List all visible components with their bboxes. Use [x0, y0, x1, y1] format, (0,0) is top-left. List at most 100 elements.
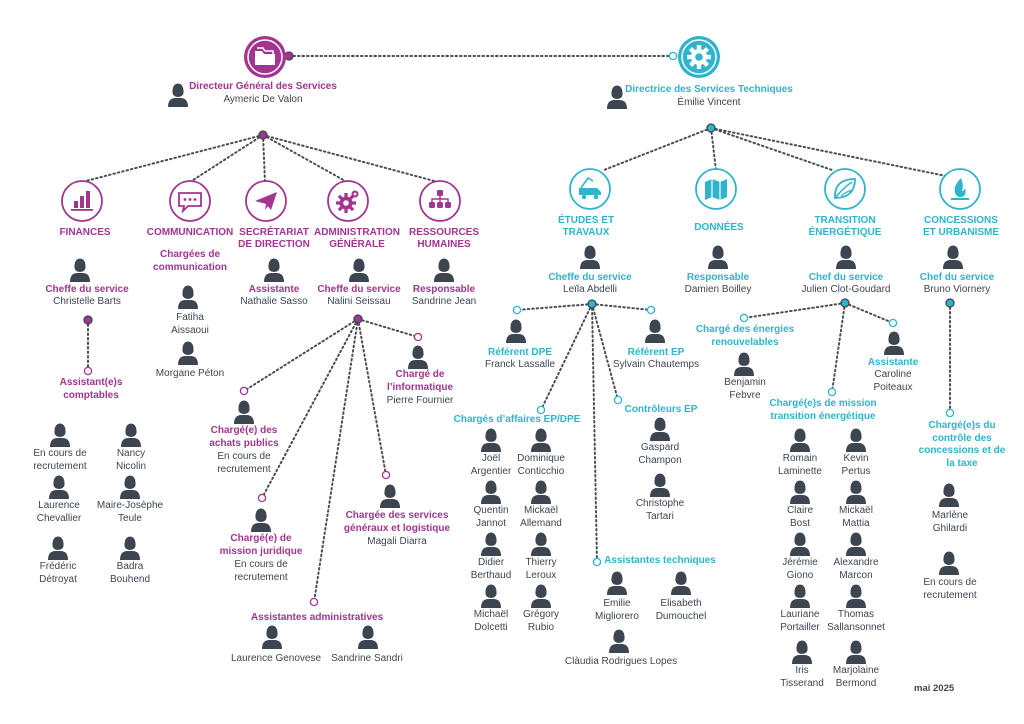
person-icon [481, 428, 501, 452]
person-icon [671, 571, 691, 595]
person-icon [168, 83, 188, 107]
connector-line [710, 127, 833, 171]
date-label: mai 2025 [914, 683, 955, 694]
person-icon [939, 483, 959, 507]
dpe-name: Franck Lassalle [484, 359, 556, 370]
person-icon [506, 319, 526, 343]
junction-dot [840, 298, 850, 308]
dst-name: Émilie Vincent [677, 97, 741, 108]
rh-icon [419, 180, 461, 222]
dpe-role: Référent DPE [488, 347, 552, 358]
person-icon [531, 428, 551, 452]
dst-gear-icon [678, 36, 720, 78]
donnees-name: Damien Boilley [684, 284, 752, 295]
person-icon [251, 508, 271, 532]
connector-line [262, 134, 348, 183]
services-generaux-name: Magali Diarra [367, 536, 427, 547]
person-icon [262, 625, 282, 649]
connector-line [710, 127, 947, 177]
affaires-role: Chargés d’affaires EP/DPE [453, 414, 581, 425]
person-icon [234, 400, 254, 424]
junction-dot [945, 298, 955, 308]
person-icon [790, 428, 810, 452]
person-icon [531, 480, 551, 504]
assistantes-role: Assistantes administratives [250, 612, 384, 623]
person-icon [49, 475, 69, 499]
junction-dot [646, 305, 656, 315]
person-icon [846, 428, 866, 452]
finances-icon [61, 180, 103, 222]
secretariat-name: Nathalie Sasso [240, 296, 308, 307]
person-icon [481, 584, 501, 608]
dst-title: Directrice des Services Techniques [625, 84, 793, 95]
administration-role: Cheffe du service [317, 284, 401, 295]
finances-title: FINANCES [59, 227, 111, 238]
person-icon [531, 532, 551, 556]
connector-line [844, 302, 894, 324]
ep-role: Référent EP [627, 347, 685, 358]
connector-line [261, 318, 359, 499]
person-icon [349, 258, 369, 282]
person-icon [121, 423, 141, 447]
junction-dot [413, 332, 423, 342]
person-icon [120, 475, 140, 499]
person-icon [358, 625, 378, 649]
junction-dot [257, 493, 267, 503]
secretariat-icon [245, 180, 287, 222]
person-icon [650, 417, 670, 441]
connector-line [831, 302, 846, 393]
person-name: Laurence Genovese [230, 653, 322, 664]
rh-name: Sandrine Jean [411, 296, 477, 307]
person-icon [178, 285, 198, 309]
junction-dot [239, 386, 249, 396]
person-icon [120, 536, 140, 560]
junction-dot [739, 313, 749, 323]
person-icon [790, 532, 810, 556]
person-icon [943, 245, 963, 269]
connector-line [516, 303, 593, 311]
donnees-title: DONNÉES [694, 222, 744, 233]
person-icon [48, 536, 68, 560]
junction-dot [888, 318, 898, 328]
connector-line [262, 134, 439, 183]
person-icon [70, 258, 90, 282]
person-icon [790, 584, 810, 608]
person-icon [645, 319, 665, 343]
concessions-icon [939, 168, 981, 210]
person-icon [884, 331, 904, 355]
concessions-name: Bruno Viornery [923, 284, 991, 295]
ep-name: Sylvain Chautemps [612, 359, 700, 370]
junction-dot [83, 366, 93, 376]
etudes-icon [569, 168, 611, 210]
junction-dot [83, 315, 93, 325]
connector-line [743, 302, 846, 319]
junction-dot [381, 470, 391, 480]
informatique-name: Pierre Fournier [386, 395, 454, 406]
assistante-role: Assistante [867, 357, 919, 368]
junction-dot [284, 51, 294, 61]
